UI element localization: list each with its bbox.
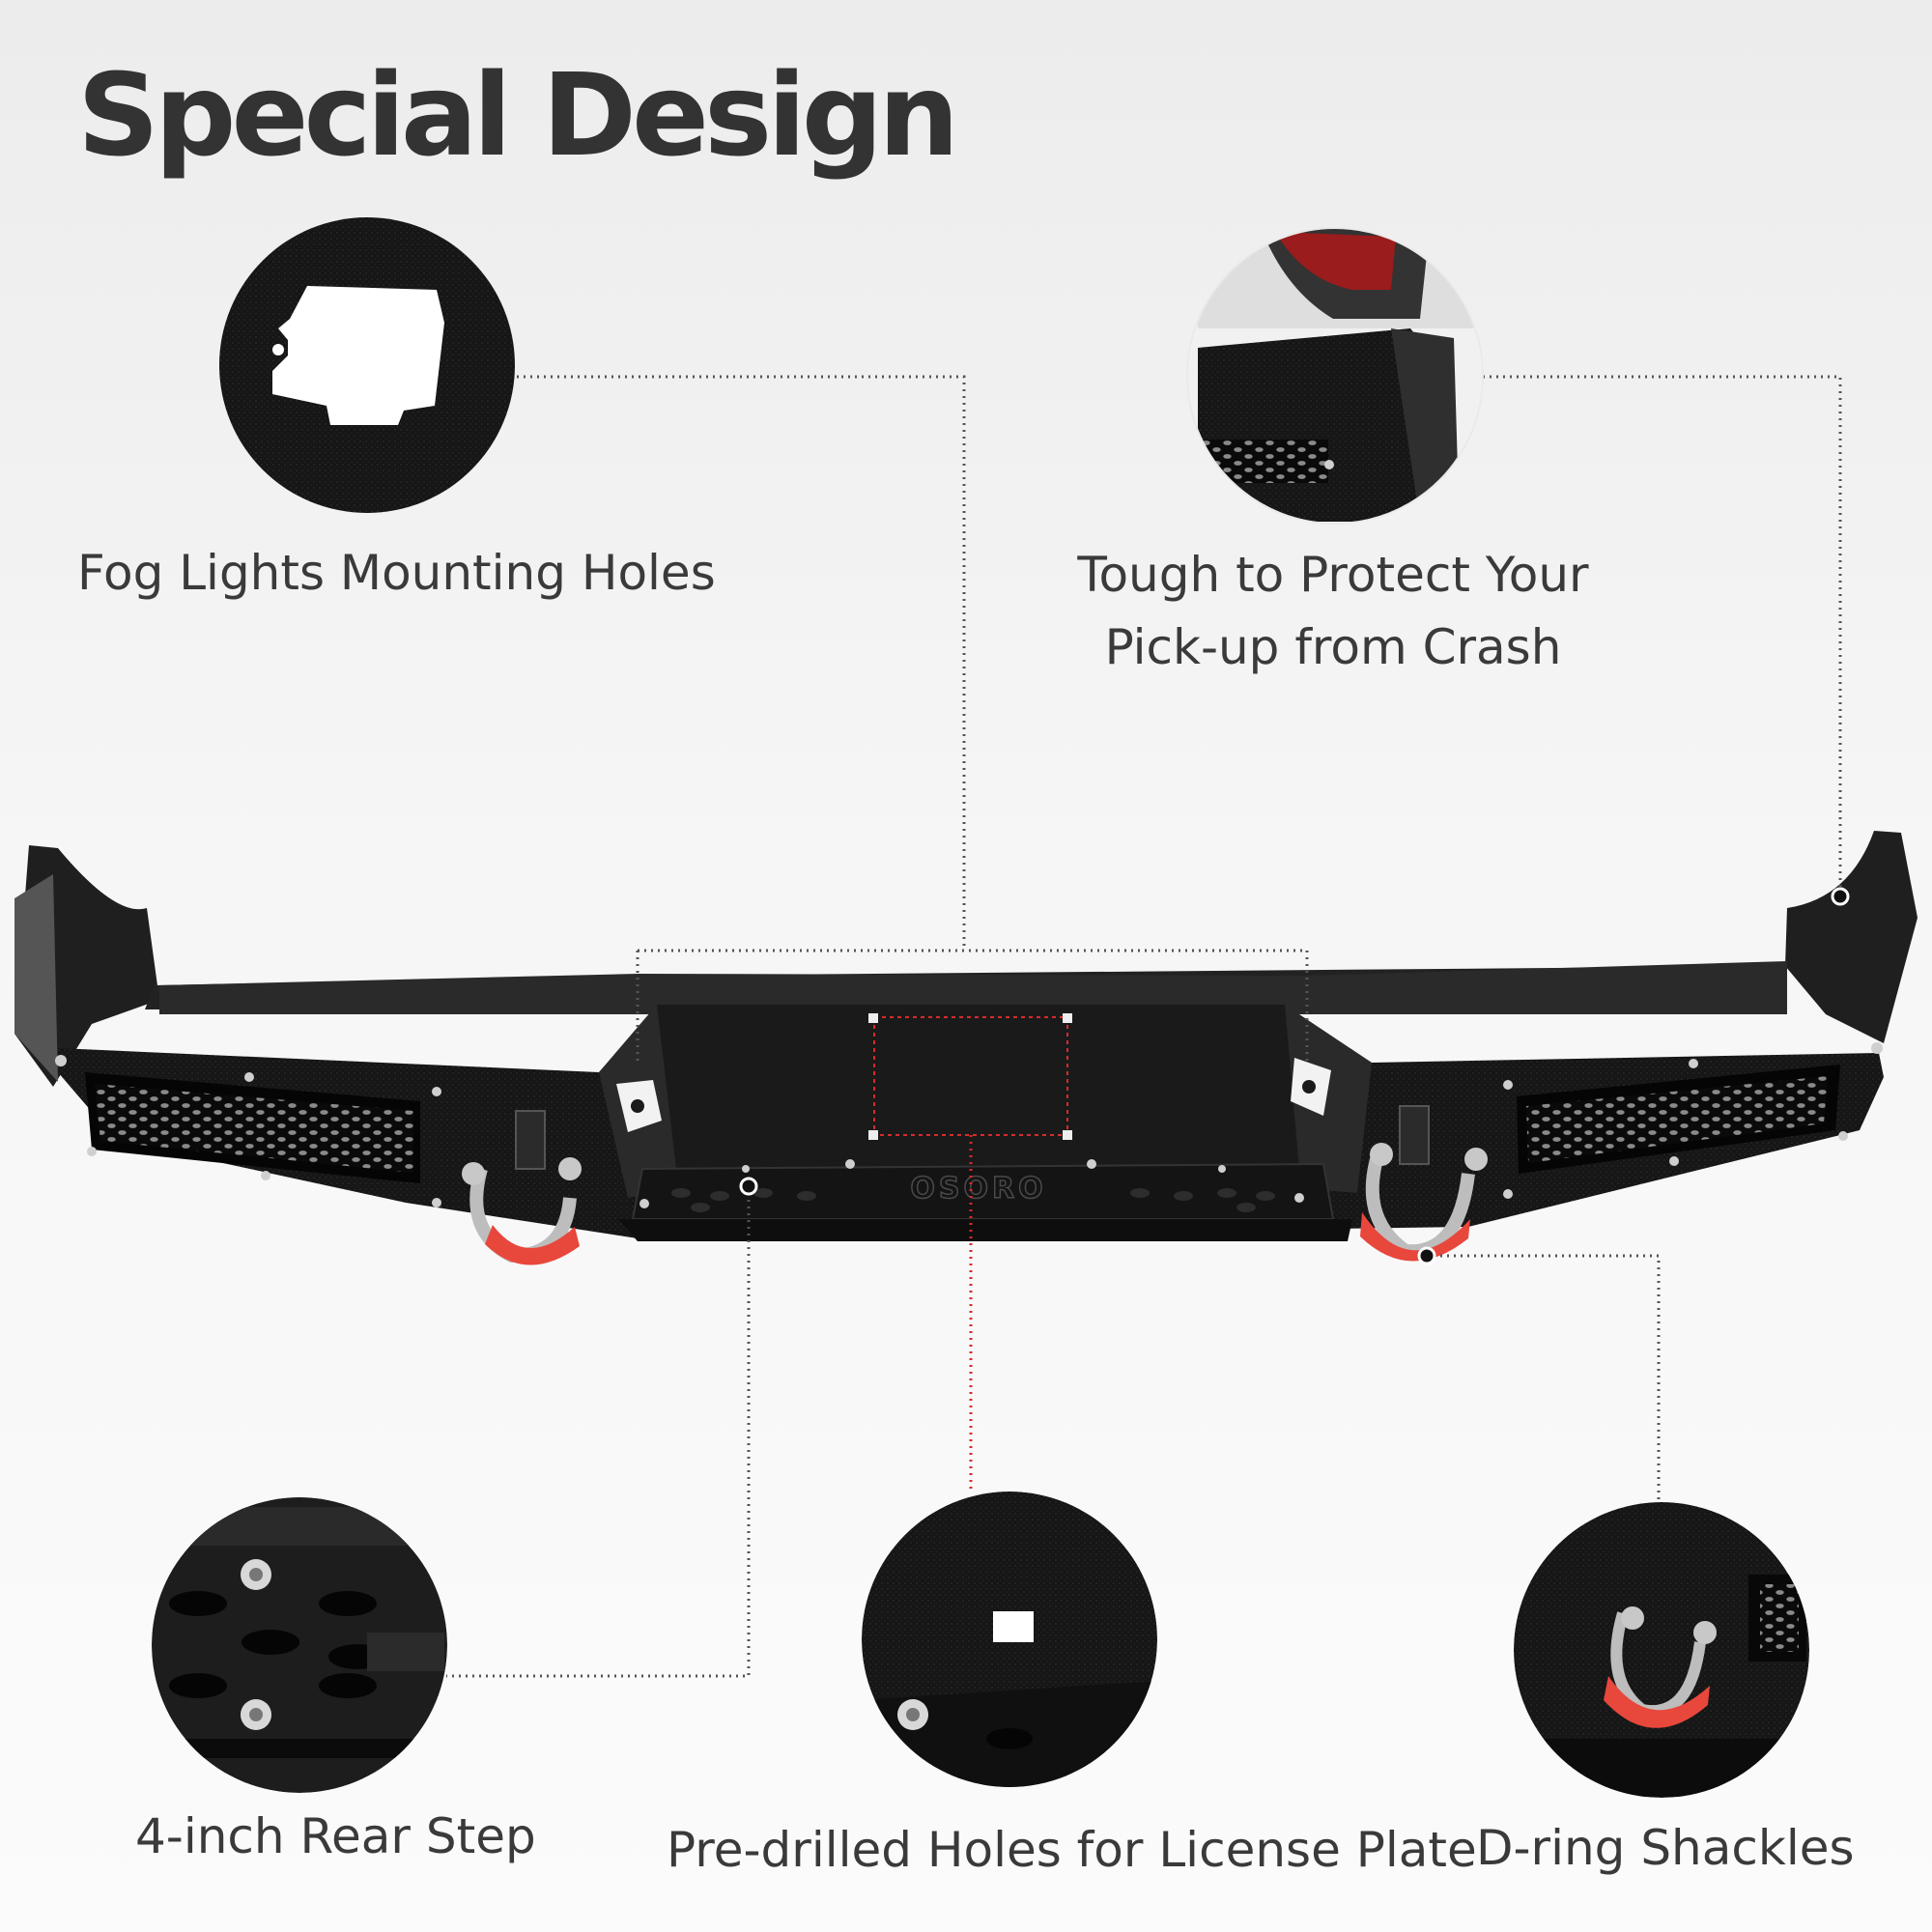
license-plate-label: Pre-drilled Holes for License Plate bbox=[667, 1822, 1477, 1878]
tough-protect-label-line2: Pick-up from Crash bbox=[1104, 619, 1562, 675]
rear-step-detail bbox=[152, 1497, 447, 1793]
tough-protect-label-line1: Tough to Protect Your bbox=[1077, 547, 1589, 603]
right-shackle bbox=[1360, 1105, 1488, 1262]
page-title: Special Design bbox=[77, 48, 959, 182]
left-shackle bbox=[462, 1110, 582, 1265]
leader-lines bbox=[446, 375, 1842, 1678]
fog-lights-label: Fog Lights Mounting Holes bbox=[77, 545, 716, 601]
shackle-marker-dot bbox=[1417, 1246, 1436, 1265]
shackles-detail bbox=[1514, 1502, 1809, 1798]
shackles-label: D-ring Shackles bbox=[1476, 1820, 1855, 1876]
plate-logo: OSORO bbox=[910, 1172, 1046, 1206]
tough-protect-detail bbox=[1187, 228, 1483, 524]
rear-step-label: 4-inch Rear Step bbox=[135, 1808, 536, 1864]
license-plate-detail bbox=[862, 1492, 1157, 1787]
license-plate-outline bbox=[873, 1016, 1068, 1136]
step-marker-dot bbox=[739, 1177, 758, 1196]
fog-lights-detail bbox=[219, 217, 515, 513]
bumper-body: OSORO bbox=[14, 831, 1918, 1241]
tough-marker-dot bbox=[1831, 887, 1850, 906]
